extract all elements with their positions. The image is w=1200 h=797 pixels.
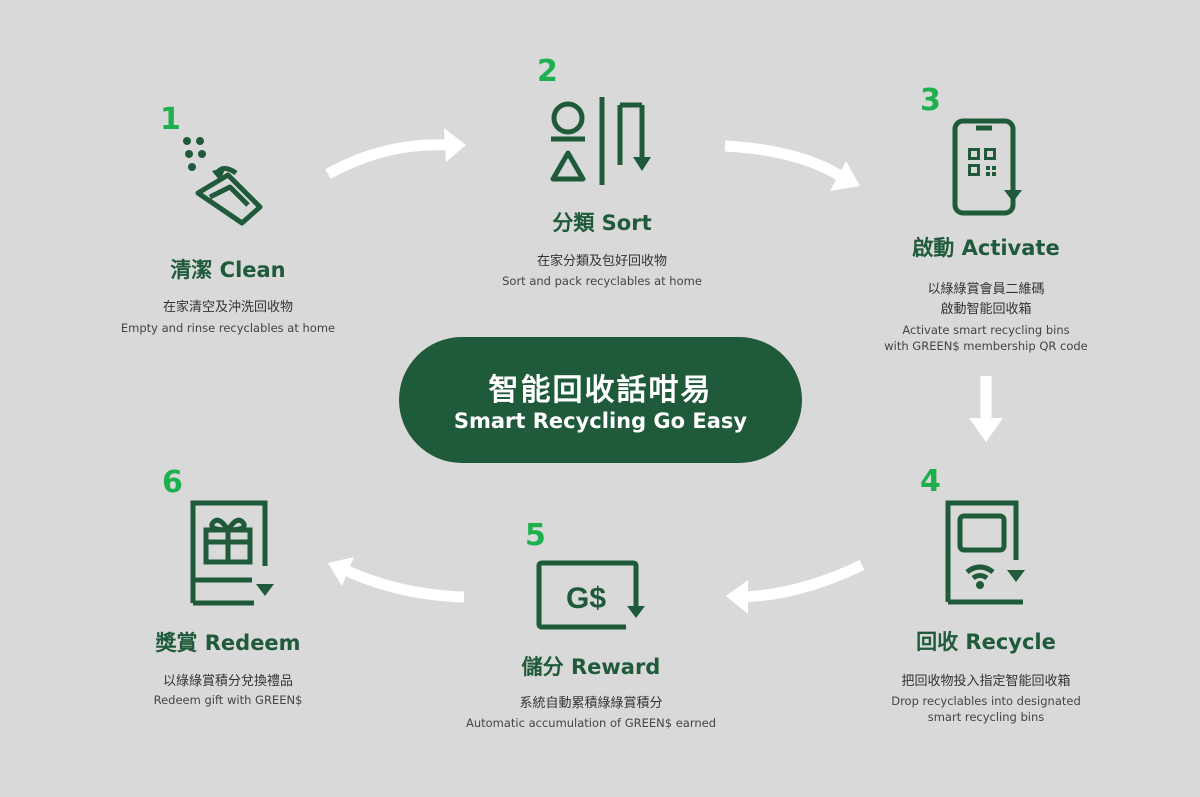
step-desc-en: Drop recyclables into designated: [891, 694, 1081, 708]
step-number: 5: [525, 518, 546, 553]
green-dollar-card-icon: G$: [536, 560, 645, 630]
step-number: 2: [537, 54, 558, 89]
arrowhead-2: [830, 161, 860, 191]
arrowhead-5: [328, 557, 354, 586]
step-title: 分類 Sort: [552, 211, 652, 235]
center-title-zh: 智能回收話咁易: [488, 373, 713, 408]
step-desc-zh: 在家清空及沖洗回收物: [162, 300, 294, 315]
step-number: 4: [920, 464, 941, 499]
step-desc-en: Automatic accumulation of GREEN$ earned: [465, 716, 717, 730]
step-number: 3: [920, 83, 941, 118]
arrow-5-to-6: [342, 564, 465, 603]
step-desc-zh-2: 啟動智能回收箱: [940, 302, 1032, 317]
step-title: 清潔 Clean: [170, 258, 286, 282]
step-desc-zh: 以綠綠賞積分兌換禮品: [162, 674, 294, 689]
arrowhead-1: [444, 128, 466, 162]
smart-bin-icon: [945, 500, 1025, 605]
arrowhead-3: [969, 418, 1003, 442]
arrow-4-to-5: [741, 560, 865, 603]
step-desc-zh: 在家分類及包好回收物: [536, 254, 668, 269]
step-desc-en: Sort and pack recyclables at home: [502, 274, 702, 288]
step-title: 獎賞 Redeem: [155, 631, 301, 655]
step-desc-en-2: smart recycling bins: [927, 710, 1045, 724]
gift-redeem-icon: [190, 500, 274, 606]
arrow-1-to-2: [325, 139, 451, 179]
step-number: 1: [160, 102, 181, 137]
card-text: G$: [566, 582, 606, 615]
step-number: 6: [162, 465, 183, 500]
center-title-en: Smart Recycling Go Easy: [453, 409, 748, 433]
step-desc-en: Activate smart recycling bins: [902, 323, 1070, 337]
step-desc-en-2: with GREEN$ membership QR code: [884, 339, 1088, 353]
step-desc-zh: 系統自動累積綠綠賞積分: [519, 696, 663, 711]
step-title: 儲分 Reward: [521, 655, 661, 679]
sort-icon: [550, 97, 651, 185]
step-desc-zh: 把回收物投入指定智能回收箱: [901, 674, 1071, 689]
phone-qr-icon: [952, 118, 1022, 216]
step-title: 啟動 Activate: [912, 236, 1060, 260]
arrow-2-to-3: [724, 140, 845, 182]
step-desc-en: Empty and rinse recyclables at home: [120, 321, 336, 335]
bottle-rinse-icon: [183, 137, 263, 226]
step-desc-zh: 以綠綠賞會員二維碼: [927, 282, 1045, 297]
center-title-pill: 智能回收話咁易 Smart Recycling Go Easy: [399, 337, 802, 463]
step-title: 回收 Recycle: [916, 630, 1056, 654]
step-desc-en: Redeem gift with GREEN$: [153, 693, 303, 707]
arrowhead-4: [726, 580, 748, 614]
